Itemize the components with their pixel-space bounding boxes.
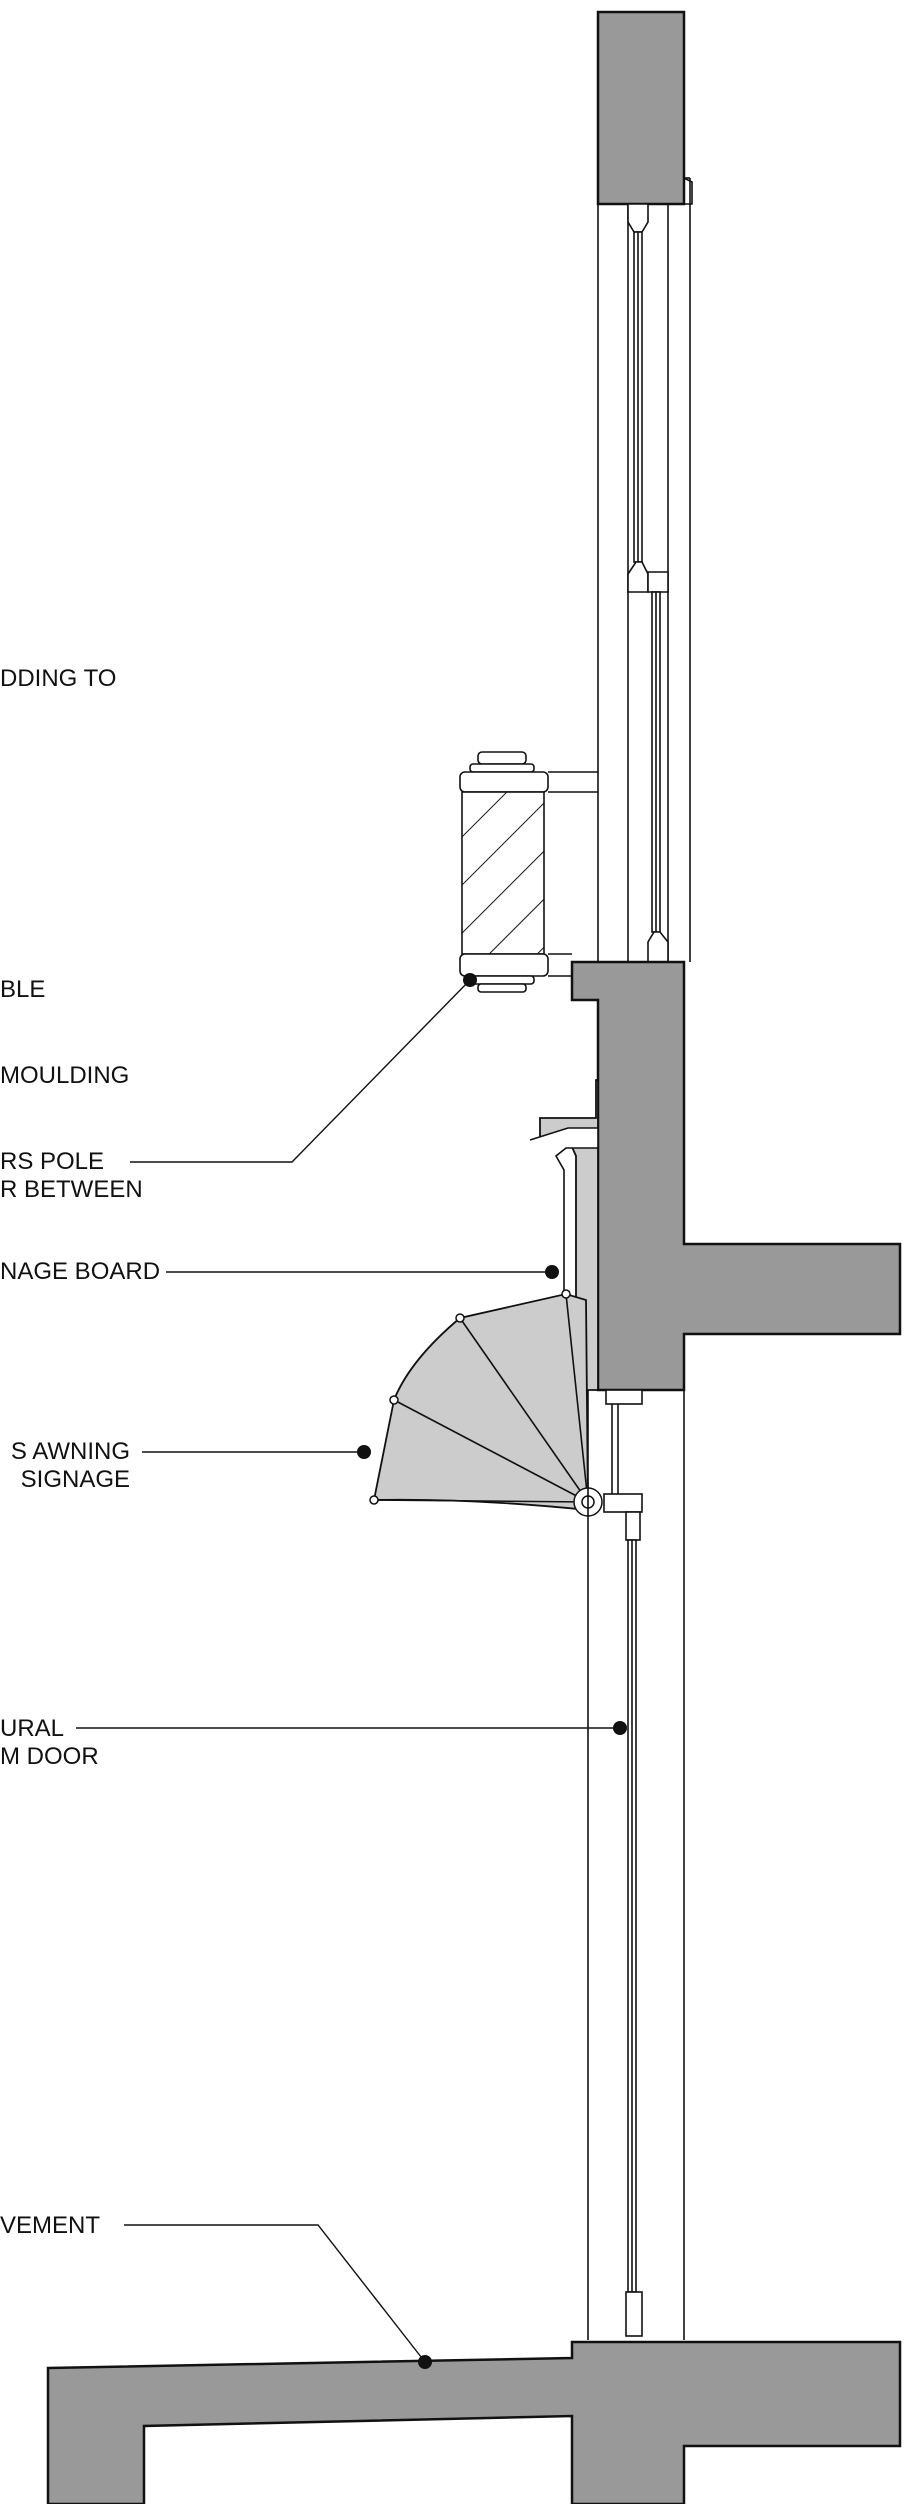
label-blinds-pole: RS POLE R BETWEEN: [0, 1148, 143, 1203]
aluminium-door: [625, 1539, 643, 2337]
dot-blinds-pole: [463, 973, 477, 987]
lower-frame: [587, 1389, 685, 2340]
label-cable: BLE: [0, 976, 46, 1003]
label-moulding: MOULDING: [0, 1062, 130, 1089]
leader-pavement: [124, 2224, 426, 2363]
awning-canopy: [372, 1293, 589, 1511]
upper-sash: [627, 203, 669, 962]
label-pavement: VEMENT: [0, 2212, 101, 2239]
label-signage-board: NAGE BOARD: [0, 1258, 161, 1285]
leader-blinds-pole: [130, 979, 471, 1163]
label-awning: S AWNING SIGNAGE: [10, 1438, 130, 1493]
blinds-box: [459, 751, 598, 993]
lintel-masonry: [570, 960, 902, 1392]
awning-ribs: [373, 1293, 589, 1503]
label-ledge-cladding: DDING TO: [0, 665, 117, 692]
label-door: URAL M DOOR: [0, 1715, 99, 1770]
ground-slab: [46, 2340, 902, 2504]
dot-signage-board: [545, 1265, 559, 1279]
dot-door: [613, 1721, 627, 1735]
leader-dots: [357, 973, 627, 2369]
upper-masonry-pier: [596, 10, 686, 206]
dot-awning: [357, 1445, 371, 1459]
leader-lines: [76, 979, 620, 2363]
dot-pavement: [418, 2355, 432, 2369]
